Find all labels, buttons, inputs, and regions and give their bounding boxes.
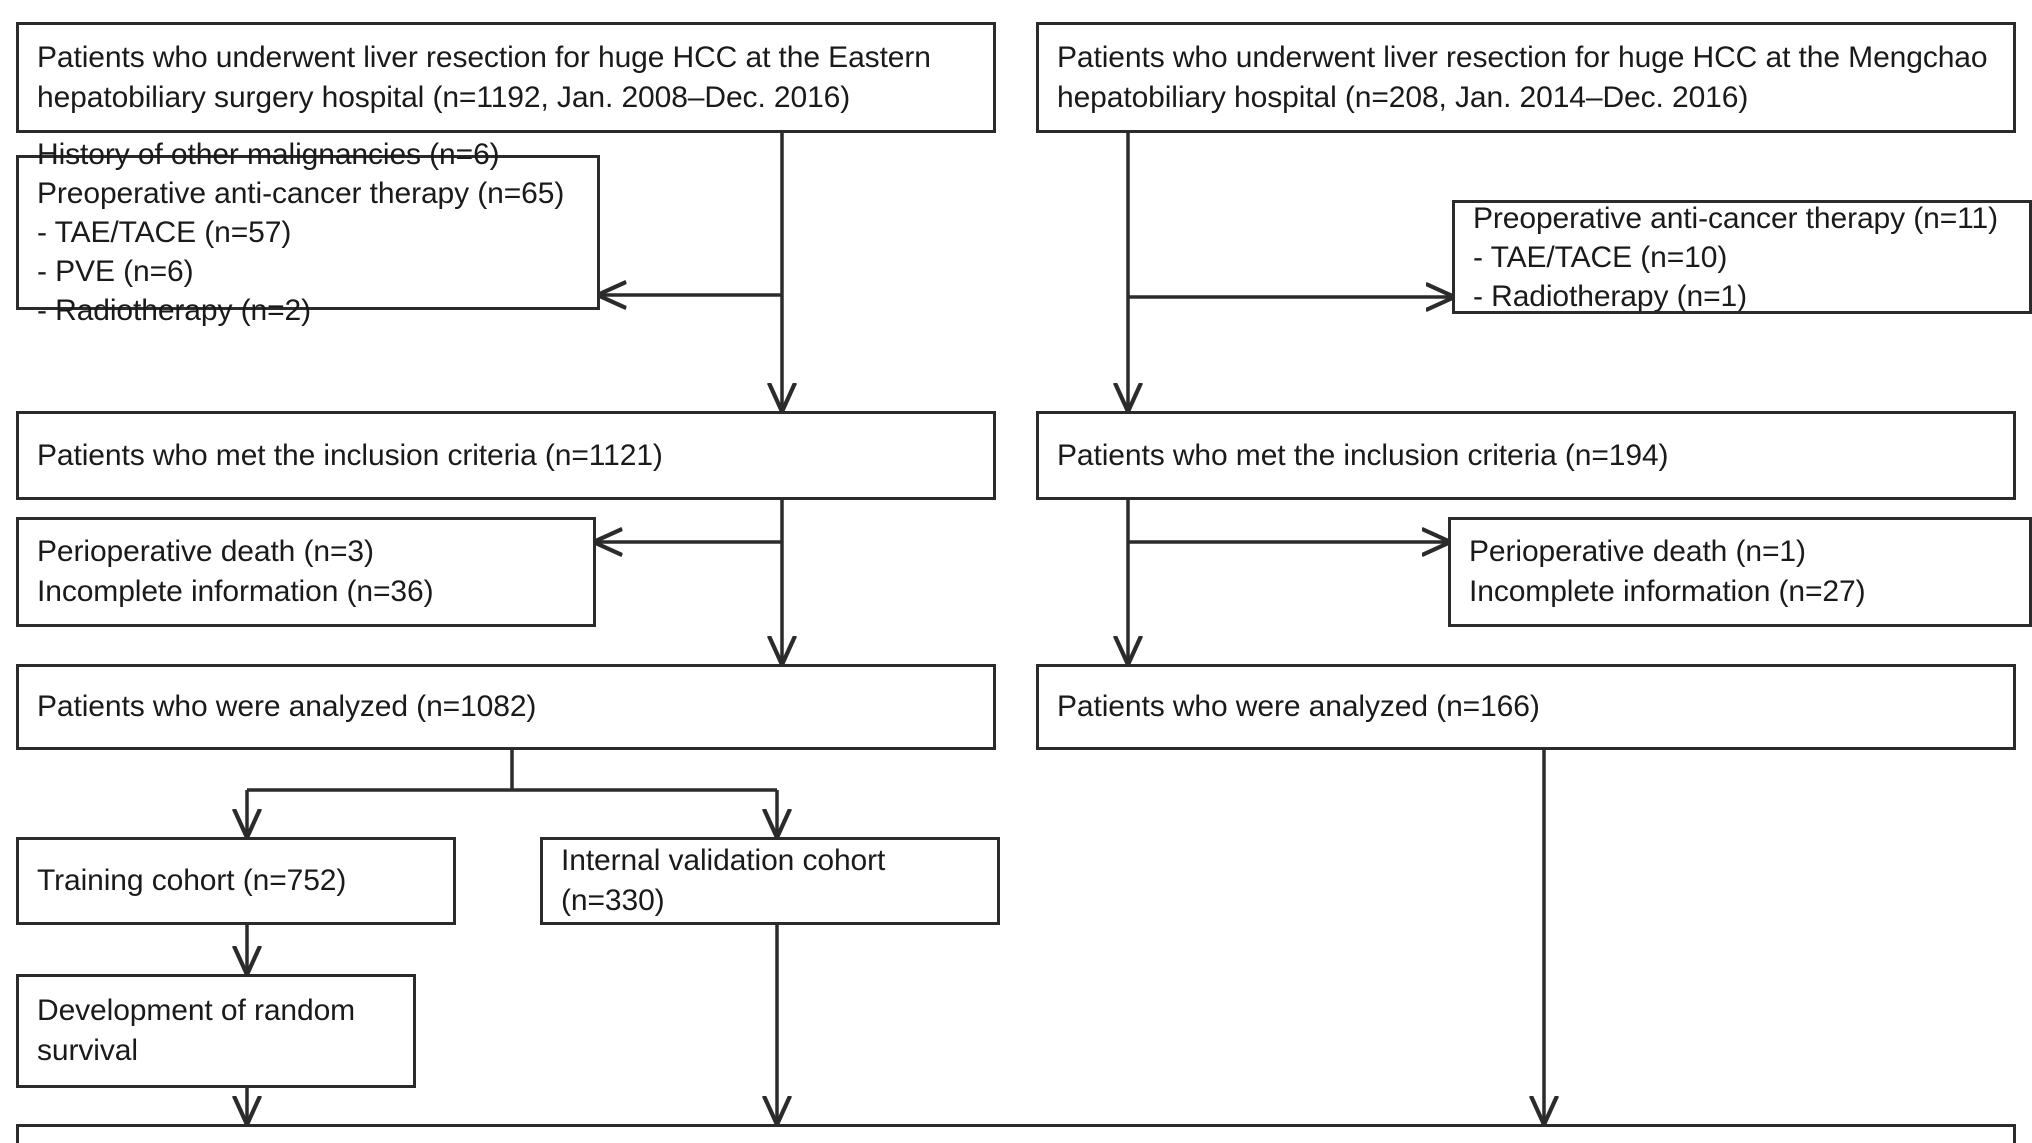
node-source-left[interactable]: Patients who underwent liver resection f… [16,22,996,133]
node-excluded-left-line-3: - TAE/TACE (n=57) [37,216,292,249]
node-model-development-line-1: Development of random [37,994,356,1028]
node-training-cohort-line-1: Training cohort (n=752) [37,864,347,898]
node-training-cohort[interactable]: Training cohort (n=752) [16,837,456,925]
node-analyzed-left-line-1: Patients who were analyzed (n=1082) [37,690,537,724]
node-excluded-left-line-1: History of other malignancies (n=6) [37,138,500,171]
node-postop-excluded-left-line-1: Perioperative death (n=3) [37,535,374,569]
node-postop-excluded-left[interactable]: Perioperative death (n=3) Incomplete inf… [16,517,596,627]
node-inclusion-right-line-1: Patients who met the inclusion criteria … [1057,438,1669,472]
node-inclusion-left[interactable]: Patients who met the inclusion criteria … [16,411,996,500]
node-internal-validation-cohort[interactable]: Internal validation cohort (n=330) [540,837,1000,925]
node-source-right-line-2: hepatobiliary hospital (n=208, Jan. 2014… [1057,80,1749,114]
node-excluded-left-line-4: - PVE (n=6) [37,255,194,288]
node-excluded-left-line-2: Preoperative anti-cancer therapy (n=65) [37,177,565,210]
node-postop-excluded-right-line-1: Perioperative death (n=1) [1469,535,1806,569]
node-source-left-line-1: Patients who underwent liver resection f… [37,40,931,74]
node-source-left-line-2: hepatobiliary surgery hospital (n=1192, … [37,80,851,114]
node-postop-excluded-right[interactable]: Perioperative death (n=1) Incomplete inf… [1448,517,2032,627]
node-excluded-left-line-5: - Radiotherapy (n=2) [37,294,311,327]
node-model-development-line-2: survival [37,1034,138,1067]
node-source-right[interactable]: Patients who underwent liver resection f… [1036,22,2016,133]
node-excluded-right-line-4: - Radiotherapy (n=1) [1473,279,1747,313]
node-assessment[interactable]: Assessing and comparing model performanc… [16,1124,2016,1143]
node-excluded-right-line-2: Preoperative anti-cancer therapy (n=11) [1473,201,1998,235]
node-source-right-line-1: Patients who underwent liver resection f… [1057,40,1988,74]
node-postop-excluded-left-line-2: Incomplete information (n=36) [37,575,434,608]
node-inclusion-left-line-1: Patients who met the inclusion criteria … [37,438,663,472]
node-excluded-left[interactable]: History of other malignancies (n=6) Preo… [16,138,600,327]
node-analyzed-right-line-1: Patients who were analyzed (n=166) [1057,690,1540,724]
node-excluded-right[interactable]: History of other malignancies (n=3) Preo… [1452,200,2032,314]
node-inclusion-right[interactable]: Patients who met the inclusion criteria … [1036,411,2016,500]
node-excluded-right-line-3: - TAE/TACE (n=10) [1473,240,1728,274]
node-model-development[interactable]: Development of random survival [16,974,416,1088]
node-analyzed-right[interactable]: Patients who were analyzed (n=166) [1036,664,2016,750]
node-internal-validation-cohort-line-2: (n=330) [561,884,665,917]
node-analyzed-left[interactable]: Patients who were analyzed (n=1082) [16,664,996,750]
node-internal-validation-cohort-line-1: Internal validation cohort [561,844,886,878]
node-postop-excluded-right-line-2: Incomplete information (n=27) [1469,575,1866,608]
